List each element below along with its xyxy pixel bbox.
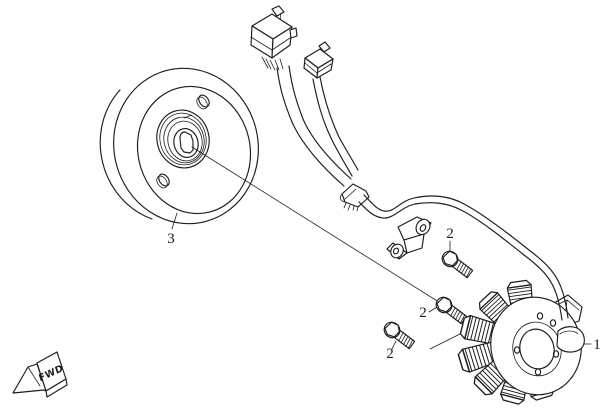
rotor-keyway [179,131,194,154]
rotor-face [136,85,252,215]
fwd-arrow-head [12,363,47,394]
harness-grommet [339,183,370,212]
callout-3-leader [171,212,178,230]
connector-wire-fan [261,56,284,71]
callout-3: 3 [167,231,175,247]
stator-mount-hole [549,319,557,327]
callout-2-middle: 2 [419,305,427,321]
bracket-eyelet-lower [390,243,404,259]
stator-assembly [456,279,585,406]
wire-clamp-bracket [386,216,432,260]
rotor-axis-leader [191,146,478,327]
stator-mount-hole [534,368,542,376]
connector-latch [318,41,331,53]
connector-2pin [303,41,334,79]
harness-wire [312,78,353,177]
stator-mount-hole [536,312,544,320]
harness-run [363,194,569,319]
flange-bolt-upper [438,247,476,281]
rotor-side-wall [99,89,153,220]
rotor-hole-bottom [158,173,170,187]
harness-run [358,201,563,321]
rotor-hole-top [198,94,210,108]
connector-4pin [250,5,298,71]
fwd-direction-marker: FWD [12,351,68,398]
callout-2b-leader [428,306,438,313]
stator-mount-hole [552,350,560,358]
stator-mount-hole [513,346,521,354]
callout-2-lower: 2 [386,346,394,362]
harness-cable [276,67,345,187]
stator-center-hole [519,328,555,370]
callout-2c-leader [391,340,397,350]
bracket-eyelet-upper [415,218,431,236]
callout-2-upper: 2 [446,226,454,242]
stator-right-lug [556,326,585,353]
wiring-harness [250,5,569,321]
callouts: 1 2 2 2 3 [167,226,601,362]
harness-cable [288,65,352,180]
callout-1: 1 [593,337,601,353]
harness-wire [319,76,359,171]
flywheel-rotor [99,67,259,225]
